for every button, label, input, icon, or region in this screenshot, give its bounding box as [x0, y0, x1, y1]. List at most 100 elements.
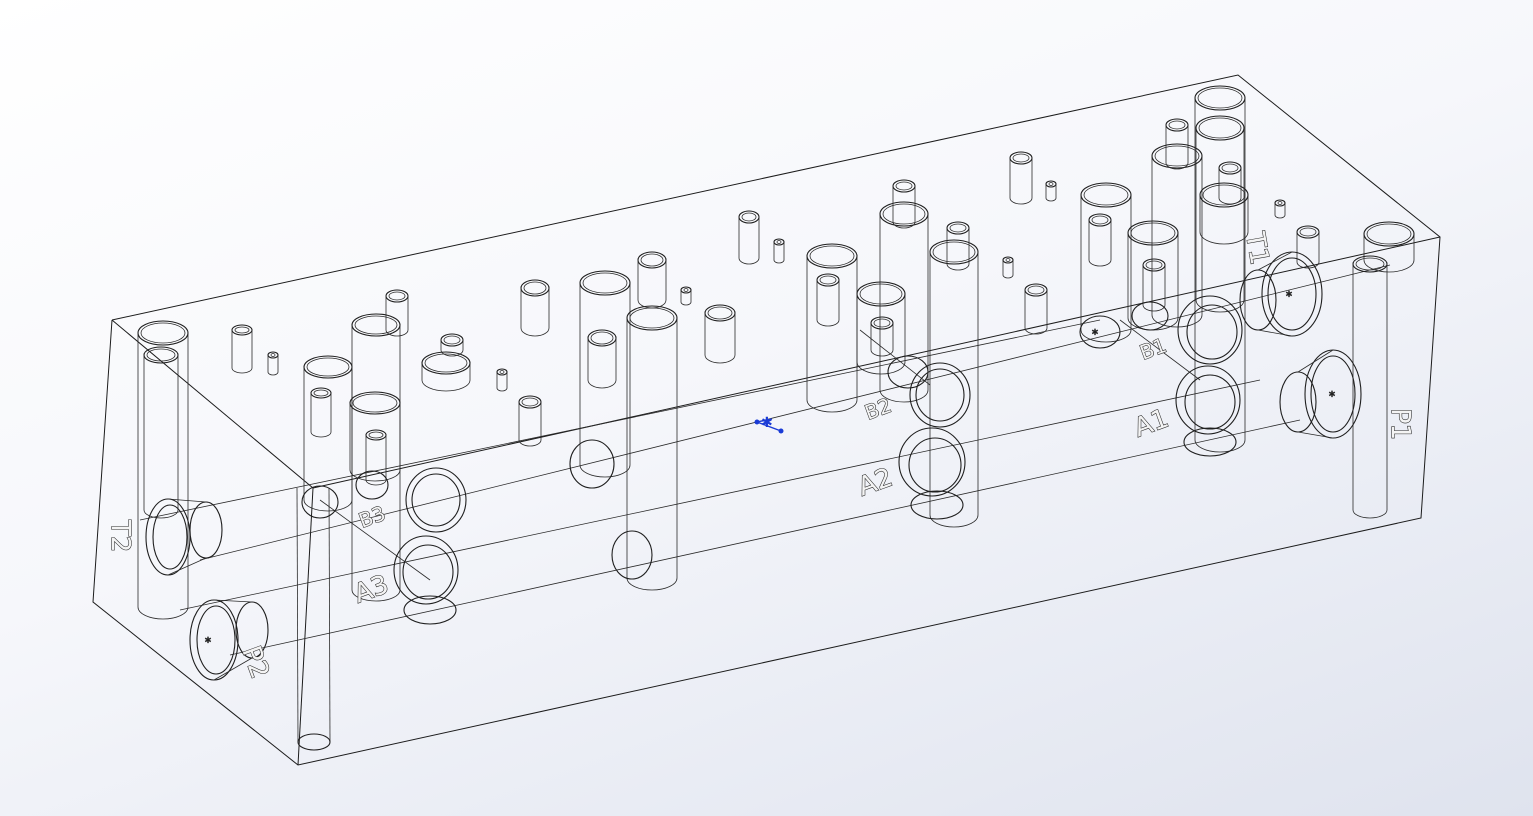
- hole-bottom: [1045, 197, 1057, 202]
- label-t2: T2: [105, 519, 135, 552]
- hole-top-inner: [1299, 227, 1317, 237]
- center-marks: * * * *: [205, 289, 1336, 650]
- hole-bottom: [1165, 162, 1189, 170]
- hole-bottom: [440, 349, 464, 357]
- hole-bottom: [143, 509, 179, 519]
- hole-top-inner: [354, 315, 398, 335]
- hole-top-inner: [1145, 260, 1163, 270]
- hole-bottom: [267, 371, 279, 376]
- hole-top: [349, 391, 401, 415]
- hole-bottom: [1009, 197, 1033, 205]
- hole-top: [496, 368, 508, 376]
- hole-top: [1080, 182, 1132, 208]
- hole-bottom: [137, 606, 189, 620]
- hole-top-inner: [352, 393, 398, 413]
- hole-top: [1151, 143, 1203, 169]
- hole-bottom: [579, 464, 631, 478]
- hole-top-inner: [873, 318, 891, 328]
- svg-text:*: *: [205, 635, 211, 649]
- hole-bottom: [626, 577, 678, 591]
- hole-top-inner: [590, 331, 614, 345]
- hole-top-inner: [707, 306, 733, 320]
- hole-top-inner: [1168, 120, 1186, 130]
- label-b3: B3: [356, 501, 389, 533]
- hole-bottom: [231, 367, 253, 374]
- hole-top: [929, 239, 979, 265]
- hole-top-inner: [1221, 163, 1239, 173]
- block-edges: [92, 74, 1441, 766]
- hole-bottom: [946, 263, 970, 271]
- hole-top-inner: [949, 223, 967, 233]
- hole-bottom: [773, 259, 785, 264]
- hole-bottom: [351, 589, 401, 602]
- hole-bottom: [1195, 299, 1245, 313]
- hole-top-inner: [1048, 182, 1054, 186]
- hole-top: [137, 320, 189, 346]
- label-t1: T1: [1239, 229, 1274, 267]
- hole-top-inner: [1012, 153, 1030, 163]
- hole-top: [773, 238, 785, 246]
- origin-triad-icon[interactable]: ✱: [754, 415, 784, 434]
- hole-top-inner: [1198, 117, 1242, 139]
- hole-bottom: [1088, 259, 1112, 267]
- label-a1: A1: [1130, 404, 1173, 444]
- svg-text:*: *: [1092, 327, 1098, 341]
- hole-bottom: [1274, 214, 1286, 219]
- hole-bottom: [892, 221, 916, 229]
- label-b2: B2: [862, 393, 895, 425]
- hole-bottom: [929, 514, 979, 528]
- hole-top-inner: [1197, 87, 1243, 109]
- hole-top: [1045, 180, 1057, 188]
- hole-top-inner: [388, 291, 406, 301]
- hole-bottom: [421, 379, 471, 392]
- hole-bottom: [303, 499, 353, 512]
- hole-bottom: [1199, 231, 1249, 245]
- hole-bottom: [518, 439, 542, 447]
- hole-top: [1363, 221, 1415, 247]
- hole-top-inner: [270, 353, 276, 357]
- hole-top-inner: [443, 335, 461, 345]
- hole-top-inner: [140, 322, 186, 344]
- hole-bottom: [365, 479, 387, 486]
- hole-top-inner: [629, 307, 675, 329]
- hole-top-inner: [424, 353, 468, 373]
- hole-top-inner: [306, 357, 350, 377]
- hole-top-inner: [683, 288, 689, 292]
- hole-bottom: [297, 733, 331, 751]
- hole-top-inner: [499, 370, 505, 374]
- hole-bottom: [310, 431, 332, 438]
- hole-top: [267, 351, 279, 359]
- hole-top-inner: [368, 431, 384, 439]
- face-ports: [145, 251, 1362, 681]
- svg-text:*: *: [1286, 289, 1292, 303]
- hole-bottom: [1151, 314, 1203, 328]
- hole-bottom: [1024, 327, 1048, 335]
- hole-top-inner: [1202, 184, 1246, 206]
- hole-bottom: [1352, 509, 1388, 519]
- label-p2: P2: [235, 642, 274, 683]
- hole-bottom: [879, 389, 929, 403]
- svg-text:✱: ✱: [761, 415, 773, 431]
- hole-top-inner: [819, 275, 837, 285]
- hole-bottom: [385, 329, 409, 337]
- hole-top: [879, 201, 929, 227]
- hole-wall: [296, 487, 299, 743]
- hole-top-inner: [882, 203, 926, 225]
- hole-bottom: [738, 257, 760, 265]
- hole-bottom: [856, 361, 906, 375]
- hole-top-inner: [313, 389, 329, 397]
- hole-top: [1127, 220, 1179, 246]
- hole-top-inner: [932, 241, 976, 263]
- hole-bottom: [637, 299, 667, 309]
- hole-bottom: [816, 319, 840, 327]
- label-b1: B1: [1137, 333, 1170, 365]
- hole-bottom: [1363, 259, 1415, 273]
- hole-top-inner: [1130, 222, 1176, 244]
- hole-top: [1002, 256, 1014, 264]
- hole-top: [303, 355, 353, 379]
- hole-top: [856, 281, 906, 307]
- hole-top-inner: [582, 272, 628, 294]
- hole-wall: [328, 487, 331, 743]
